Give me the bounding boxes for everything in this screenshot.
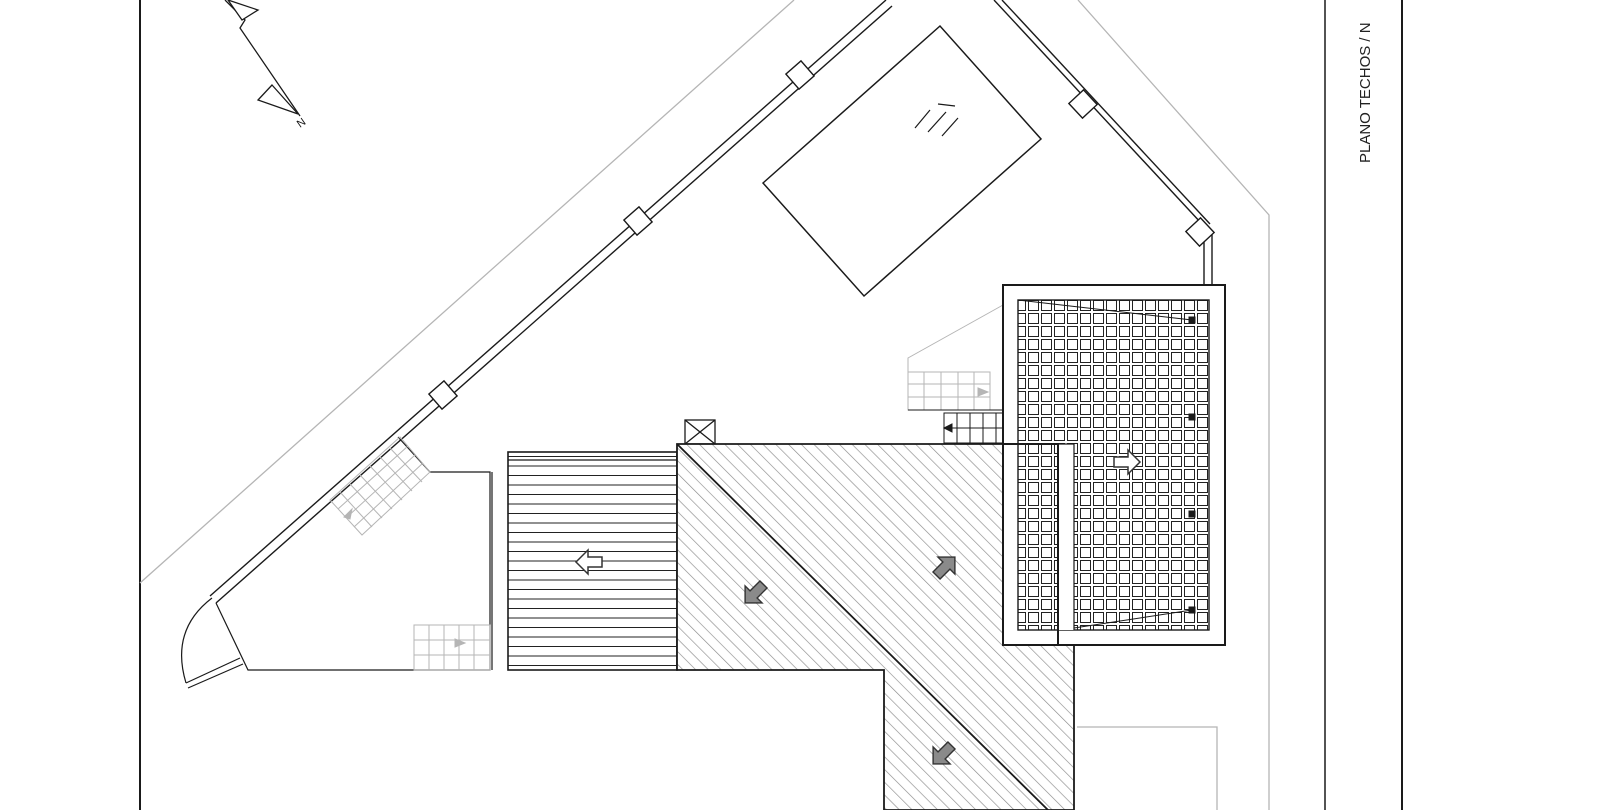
roof-slope-arrow-northeast bbox=[931, 556, 956, 581]
stair-entrance bbox=[413, 624, 491, 671]
roof-slope-arrow-deck bbox=[574, 548, 603, 576]
roof-slope-arrow-southwest bbox=[744, 579, 769, 604]
roof-slope-arrow-grid bbox=[1113, 448, 1142, 476]
stair-northwest bbox=[329, 436, 431, 536]
entrance-door-swing-icon bbox=[180, 597, 244, 689]
title-block-label: PLANO TECHOS / N bbox=[1357, 22, 1374, 163]
swimming-pool bbox=[761, 24, 1043, 298]
north-label: N bbox=[295, 116, 308, 130]
sheet-frame bbox=[139, 0, 1403, 810]
property-boundary bbox=[139, 0, 1270, 810]
terrace-drain-lines bbox=[1017, 299, 1196, 629]
perimeter-wall-northwest bbox=[209, 0, 893, 604]
north-arrow-icon bbox=[224, 0, 301, 117]
pool-water-glint-icon bbox=[914, 103, 959, 137]
perimeter-wall-northeast bbox=[993, 0, 1213, 288]
chimney-vent-icon bbox=[684, 419, 716, 445]
stair-east-upper bbox=[907, 304, 1004, 411]
roof-slope-arrow-south bbox=[932, 740, 957, 765]
wall-pillars bbox=[427, 59, 1216, 411]
roof-hip-ridge bbox=[676, 443, 1049, 810]
